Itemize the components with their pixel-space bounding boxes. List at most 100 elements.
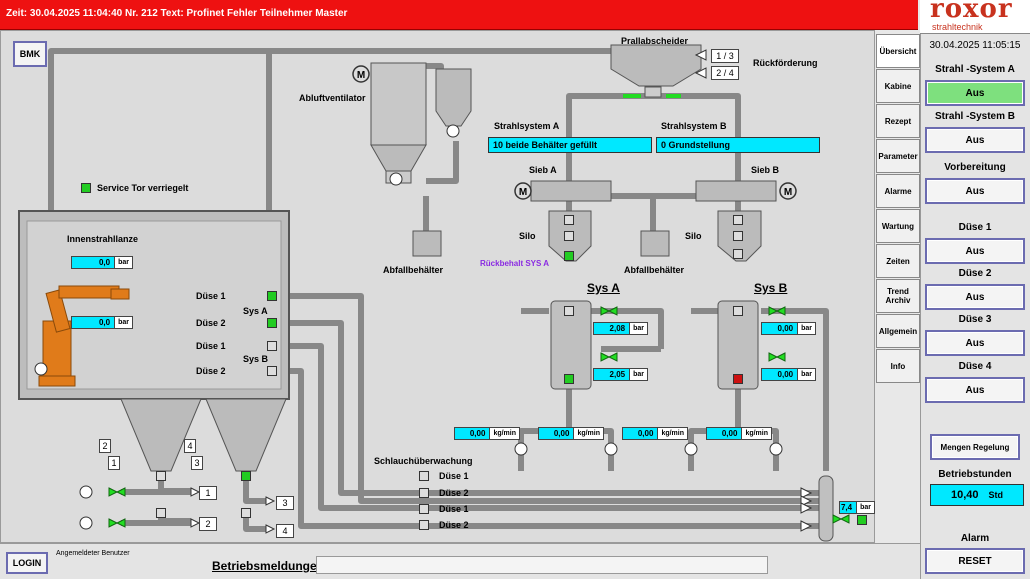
nav-zeiten[interactable]: Zeiten [876,244,920,278]
alarm-label: Alarm [960,533,990,544]
hp-indicator [857,515,867,525]
abluftventilator-label: Abluftventilator [299,93,366,103]
datetime: 30.04.2025 11:05:15 [929,40,1021,51]
sieb-a-indicator [564,215,574,225]
nav-kabine[interactable]: Kabine [876,69,920,103]
strahlsystem-b-label: Strahlsystem B [661,121,727,131]
nav-alarme[interactable]: Alarme [876,174,920,208]
duese-1-b: Düse 1 [196,341,226,351]
strahl-b-button[interactable]: Aus [925,127,1025,153]
vorbereitung-label: Vorbereitung [944,162,1006,173]
hopper-num-2: 2 [99,439,111,453]
nav-info[interactable]: Info [876,349,920,383]
strahl-a-button[interactable]: Aus [925,80,1025,106]
hopper-b-indicator [241,471,251,481]
strahlsystem-a-label: Strahlsystem A [494,121,560,131]
sys-a-indicator-bottom [564,374,574,384]
abfallbehaelter-2: Abfallbehälter [624,265,685,275]
output-2: 2 [199,517,217,531]
hopper-num-4: 4 [184,439,196,453]
silo-a-label: Silo [519,231,536,241]
sys-b-small: Sys B [243,354,269,364]
svg-text:M: M [519,187,527,198]
alarm-text: Zeit: 30.04.2025 11:04:40 Nr. 212 Text: … [6,8,348,19]
logo-sub: strahltechnik [932,22,983,32]
silo-b-indicator-1 [733,231,743,241]
schlauch-duese-3: Düse 1 [439,504,469,514]
status-b: 0 Grundstellung [656,137,820,153]
nav-uebersicht[interactable]: Übersicht [876,34,920,68]
duese-2-a: Düse 2 [196,318,226,328]
nav-rezept[interactable]: Rezept [876,104,920,138]
duese2-button[interactable]: Aus [925,284,1025,310]
sys-b-indicator-top [733,306,743,316]
sys-a-indicator-top [564,306,574,316]
duese-2-b: Düse 2 [196,366,226,376]
sys-a-label: Sys A [587,281,620,295]
schlauch-indicator-1 [419,471,429,481]
sys-b-label: Sys B [754,281,788,295]
betriebsstunden-label: Betriebstunden [938,469,1012,480]
strahl-a-label: Strahl -System A [935,64,1015,75]
vorbereitung-button[interactable]: Aus [925,178,1025,204]
silo-b-indicator-2 [733,249,743,259]
duese-2-a-indicator [267,318,277,328]
nav-parameter[interactable]: Parameter [876,139,920,173]
sys-b-indicator-bottom [733,374,743,384]
output-4: 4 [276,524,294,538]
service-tor-label: Service Tor verriegelt [97,183,189,193]
hopper-num-1: 1 [108,456,120,470]
schlauch-indicator-2 [419,488,429,498]
nav-wartung[interactable]: Wartung [876,209,920,243]
schlauch-label: Schlauchüberwachung [374,456,473,466]
nav-trend-archiv[interactable]: Trend Archiv [876,279,920,313]
logo-name: roxor [930,0,1013,24]
nav-allgemein[interactable]: Allgemein [876,314,920,348]
duese-1-a-indicator [267,291,277,301]
hopper-a-indicator-2 [156,508,166,518]
duese-2-b-indicator [267,366,277,376]
silo-b-label: Silo [685,231,702,241]
sieb-b-label: Sieb B [751,165,780,175]
status-a: 10 beide Behälter gefüllt [488,137,652,153]
silo-a-indicator-2 [564,251,574,261]
schlauch-duese-1: Düse 1 [439,471,469,481]
hopper-a-indicator [156,471,166,481]
duese-1-a: Düse 1 [196,291,226,301]
reset-button[interactable]: RESET [925,548,1025,574]
duese1-label: Düse 1 [958,222,992,233]
duese4-button[interactable]: Aus [925,377,1025,403]
bmk-button[interactable]: BMK [13,41,47,67]
output-3: 3 [276,496,294,510]
rueck-24: 2 / 4 [711,66,739,80]
rueck-13: 1 / 3 [711,49,739,63]
schlauch-indicator-3 [419,504,429,514]
duese1-button[interactable]: Aus [925,238,1025,264]
duese3-label: Düse 3 [958,314,992,325]
sieb-b-indicator [733,215,743,225]
logo: roxor strahltechnik [920,0,1030,34]
meldungen-field [316,556,768,574]
sieb-a-label: Sieb A [529,165,557,175]
login-button[interactable]: LOGIN [6,552,48,574]
svg-text:M: M [784,187,792,198]
mengen-regelung-button[interactable]: Mengen Regelung [930,434,1020,460]
silo-a-indicator-1 [564,231,574,241]
duese3-button[interactable]: Aus [925,330,1025,356]
duese-1-b-indicator [267,341,277,351]
schlauch-indicator-4 [419,520,429,530]
abfallbehaelter-1: Abfallbehälter [383,265,444,275]
rueckbehalt-label: Rückbehalt SYS A [480,259,550,268]
alarm-bar: Zeit: 30.04.2025 11:04:40 Nr. 212 Text: … [0,0,918,30]
